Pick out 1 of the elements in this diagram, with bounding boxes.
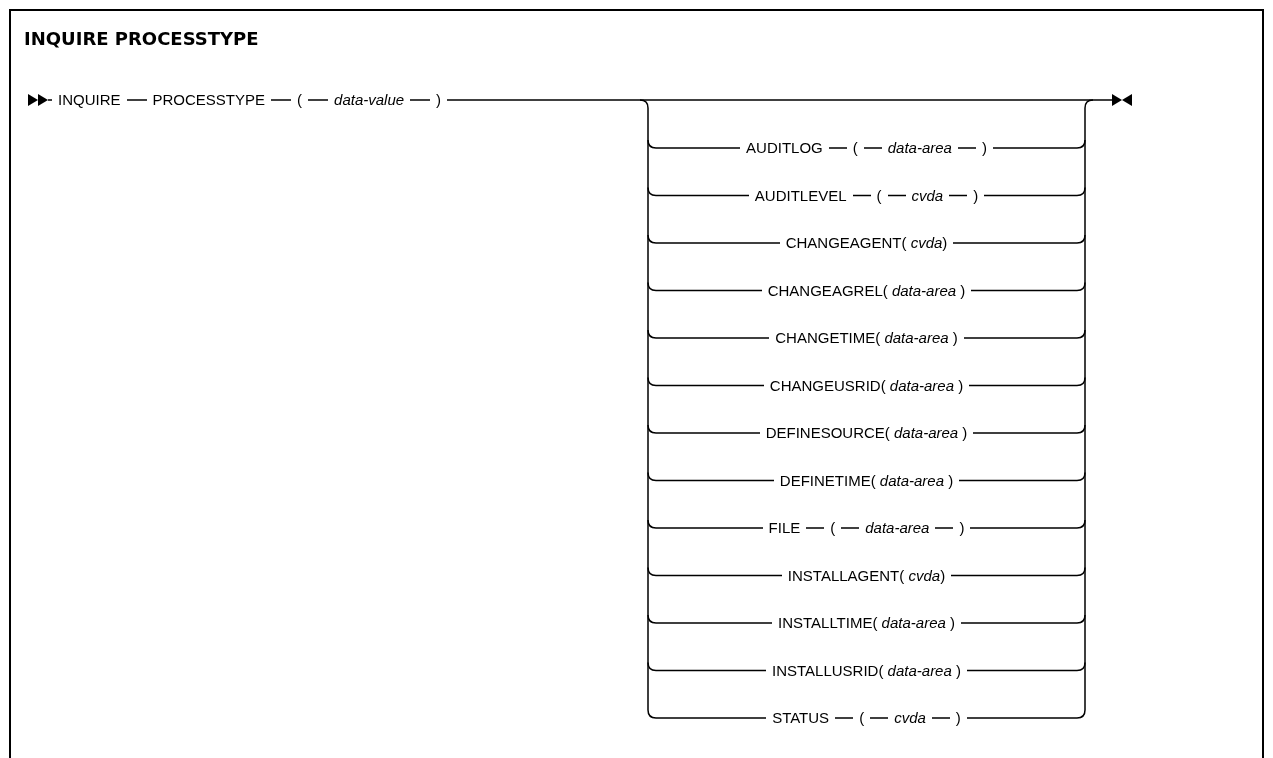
diagram-title: INQUIRE PROCESSTYPE: [24, 28, 259, 49]
